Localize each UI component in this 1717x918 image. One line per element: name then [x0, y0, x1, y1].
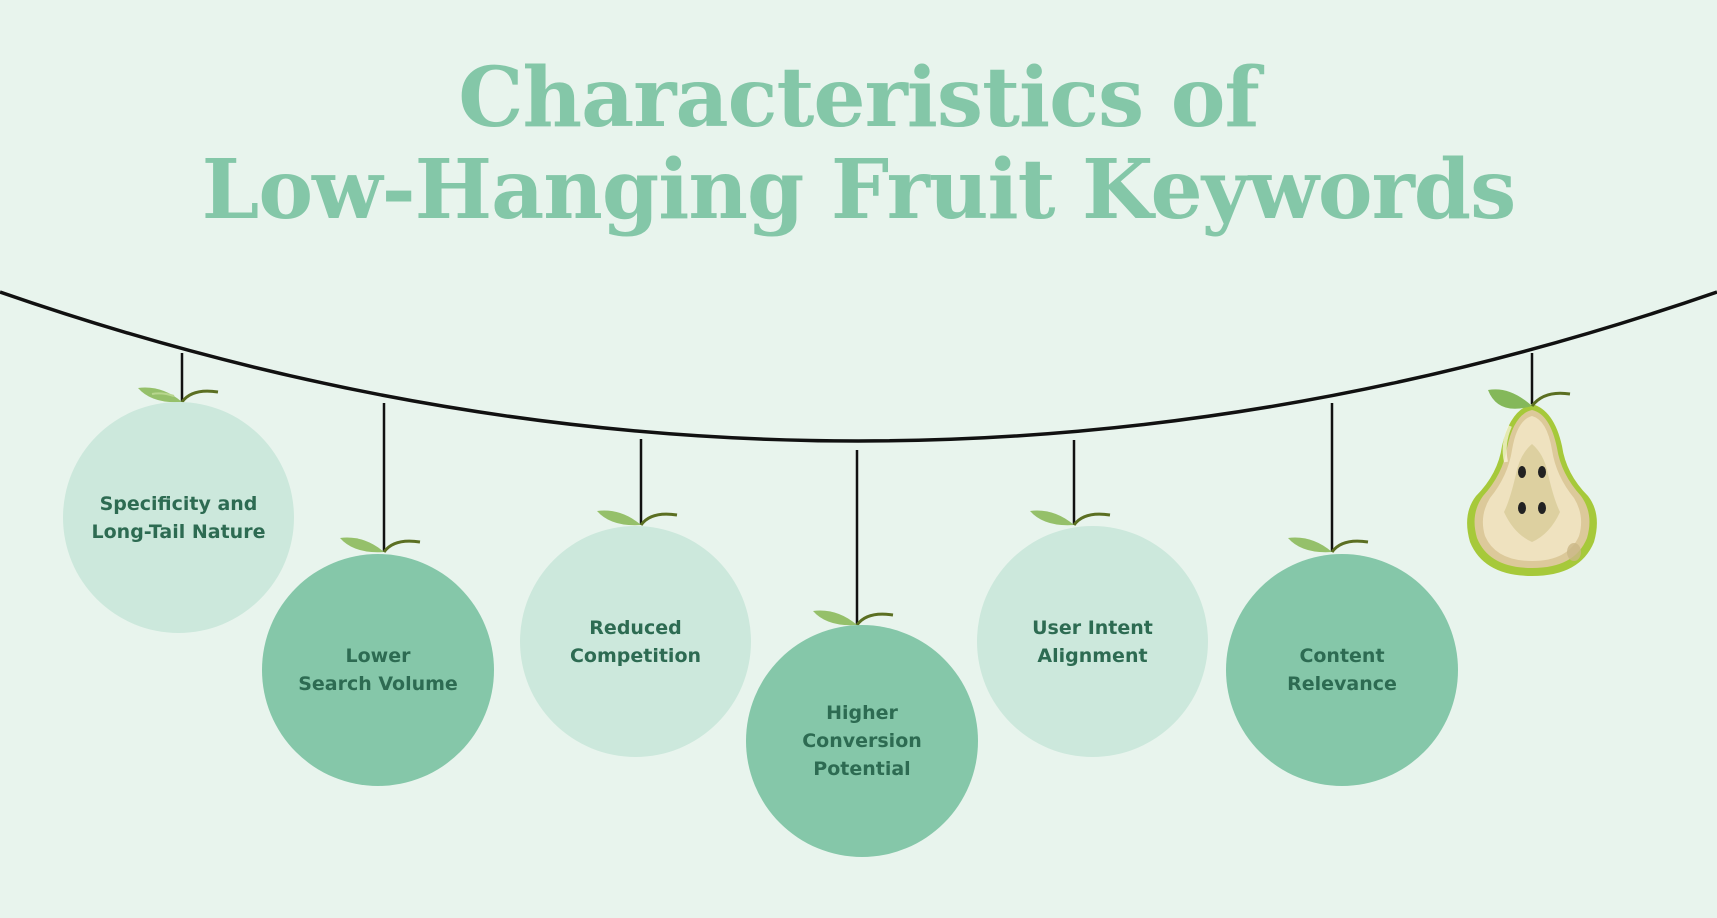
- fruit-label: Lower Search Volume: [298, 645, 458, 695]
- fruit-node-competition: Reduced Competition: [520, 526, 751, 757]
- title-line-2: Low-Hanging Fruit Keywords: [201, 142, 1517, 238]
- fruit-node-user-intent: User Intent Alignment: [977, 526, 1208, 757]
- leaf-icon: [1288, 537, 1369, 553]
- fruit-label: Content Relevance: [1287, 645, 1397, 695]
- fruit-label: Specificity and Long-Tail Nature: [91, 492, 266, 543]
- drop-strings: [180, 353, 1534, 625]
- fruit-label: Higher Conversion Potential: [802, 702, 922, 780]
- title-line-1: Characteristics of: [458, 50, 1259, 146]
- leaf-icon: [340, 537, 421, 553]
- hanging-string: [0, 290, 1717, 443]
- pear-half-icon: [1467, 389, 1597, 576]
- fruit-label: User Intent Alignment: [1032, 616, 1153, 667]
- leaf-icon: [597, 510, 678, 526]
- fruit-node-search-volume: Lower Search Volume: [262, 554, 494, 786]
- leaf-icon: [813, 610, 894, 626]
- page-title: Characteristics of Low-Hanging Fruit Key…: [0, 52, 1717, 236]
- leaf-icon: [138, 387, 219, 403]
- leaf-icon: [1030, 510, 1111, 526]
- fruit-node-conversion: Higher Conversion Potential: [746, 625, 978, 857]
- fruit-node-specificity: Specificity and Long-Tail Nature: [63, 402, 294, 633]
- fruit-leaves: [138, 387, 1369, 626]
- fruit-label: Reduced Competition: [569, 616, 702, 667]
- fruit-node-content-relevance: Content Relevance: [1226, 554, 1458, 786]
